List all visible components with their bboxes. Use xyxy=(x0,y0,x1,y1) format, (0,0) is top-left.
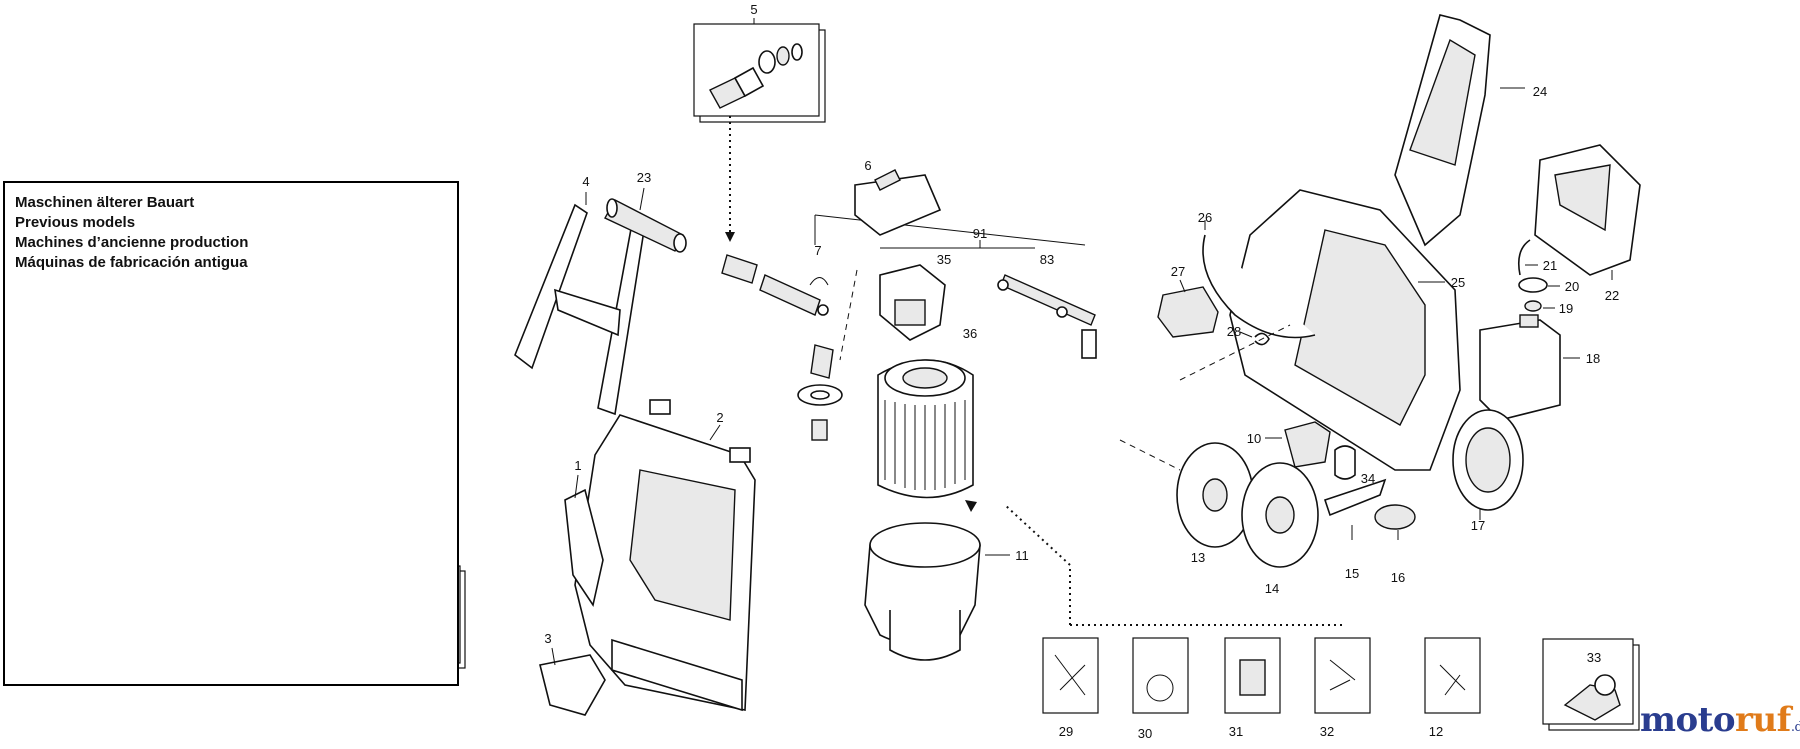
accessory-bag-32[interactable] xyxy=(1314,637,1371,714)
callout-27: 27 xyxy=(1171,264,1185,279)
knob-16[interactable] xyxy=(1374,504,1416,530)
callout-3: 3 xyxy=(544,631,551,646)
accessory-bag-31[interactable] xyxy=(1224,637,1281,714)
motoruf-watermark: motoruf.de xyxy=(1640,700,1800,740)
callout-33: 33 xyxy=(1587,650,1601,665)
switch-27[interactable] xyxy=(1157,286,1219,338)
watermark-tld: .de xyxy=(1790,720,1800,735)
accessory-bag-30[interactable] xyxy=(1132,637,1189,714)
detergent-tank-18[interactable] xyxy=(1479,314,1561,421)
legend-line-fr: Machines d’ancienne production xyxy=(15,234,249,251)
callout-31: 31 xyxy=(1229,724,1243,739)
accessory-box-5[interactable] xyxy=(693,18,826,123)
callout-16: 16 xyxy=(1391,570,1405,585)
wheel-13[interactable] xyxy=(1176,442,1254,548)
watermark-brand-b: ruf xyxy=(1735,700,1791,740)
outlet-fitting-83[interactable] xyxy=(997,274,1097,359)
motor-10[interactable] xyxy=(1284,421,1331,468)
callout-34: 34 xyxy=(1361,471,1375,486)
watermark-brand-a: moto xyxy=(1640,700,1736,740)
callout-32: 32 xyxy=(1320,724,1334,739)
callout-17: 17 xyxy=(1471,518,1485,533)
callout-5: 5 xyxy=(750,2,757,17)
seal-small[interactable] xyxy=(811,419,828,441)
callout-35: 35 xyxy=(937,252,951,267)
motor-36[interactable] xyxy=(877,359,974,499)
cable-26[interactable] xyxy=(1202,234,1316,339)
ring-19[interactable] xyxy=(1524,300,1542,312)
callout-20: 20 xyxy=(1565,279,1579,294)
legend-line-de: Maschinen älterer Bauart xyxy=(15,194,195,211)
previous-models-legend: Maschinen älterer Bauart Previous models… xyxy=(3,181,459,686)
housing-2[interactable] xyxy=(574,399,756,712)
callout-24: 24 xyxy=(1533,84,1547,99)
callout-83: 83 xyxy=(1040,252,1054,267)
callout-30: 30 xyxy=(1138,726,1152,741)
callout-15: 15 xyxy=(1345,566,1359,581)
callout-36: 36 xyxy=(963,326,977,341)
cap-3[interactable] xyxy=(539,654,606,716)
pump-head-35[interactable] xyxy=(879,264,946,341)
callout-13: 13 xyxy=(1191,550,1205,565)
cap-20[interactable] xyxy=(1518,277,1548,293)
callout-6: 6 xyxy=(864,158,871,173)
handle-24[interactable] xyxy=(1394,14,1491,247)
callout-91: 91 xyxy=(973,226,987,241)
callout-18: 18 xyxy=(1586,351,1600,366)
callout-28: 28 xyxy=(1227,324,1241,339)
axle-15[interactable] xyxy=(1323,478,1387,517)
pump-cover-6[interactable] xyxy=(854,169,942,236)
accessory-bag-12[interactable] xyxy=(1424,637,1481,714)
callout-23: 23 xyxy=(637,170,651,185)
grip-23[interactable] xyxy=(604,198,687,253)
callout-25: 25 xyxy=(1451,275,1465,290)
callout-11: 11 xyxy=(1015,548,1029,563)
callout-14: 14 xyxy=(1265,581,1279,596)
callout-12: 12 xyxy=(1429,724,1443,739)
side-cover-1[interactable] xyxy=(564,488,604,608)
storage-tray-22[interactable] xyxy=(1534,144,1641,276)
callout-7: 7 xyxy=(814,243,821,258)
inlet-fitting[interactable] xyxy=(721,254,758,284)
callout-26: 26 xyxy=(1198,210,1212,225)
callout-10: 10 xyxy=(1247,431,1261,446)
wheel-14[interactable] xyxy=(1241,462,1319,568)
callout-21: 21 xyxy=(1543,258,1557,273)
tube-21[interactable] xyxy=(1517,239,1531,276)
cap-34[interactable] xyxy=(1334,445,1356,480)
seal-pack[interactable] xyxy=(810,344,834,379)
callout-1: 1 xyxy=(574,458,581,473)
callout-22: 22 xyxy=(1605,288,1619,303)
legend-line-es: Máquinas de fabricación antigua xyxy=(15,254,248,271)
accessory-box-33[interactable] xyxy=(1542,638,1640,731)
accessory-bag-29[interactable] xyxy=(1042,637,1099,714)
callout-4: 4 xyxy=(582,174,589,189)
callout-19: 19 xyxy=(1559,301,1573,316)
leader-accessories xyxy=(1004,504,1071,625)
callout-2: 2 xyxy=(716,410,723,425)
hose-adapter-7[interactable] xyxy=(759,274,829,316)
handle-frame-4[interactable] xyxy=(514,203,646,416)
legend-line-en: Previous models xyxy=(15,214,136,231)
legend-title: Maschinen älterer Bauart Previous models… xyxy=(15,193,248,273)
callout-29: 29 xyxy=(1059,724,1073,739)
wheel-17[interactable] xyxy=(1452,409,1524,511)
motor-housing-11[interactable] xyxy=(864,522,981,661)
